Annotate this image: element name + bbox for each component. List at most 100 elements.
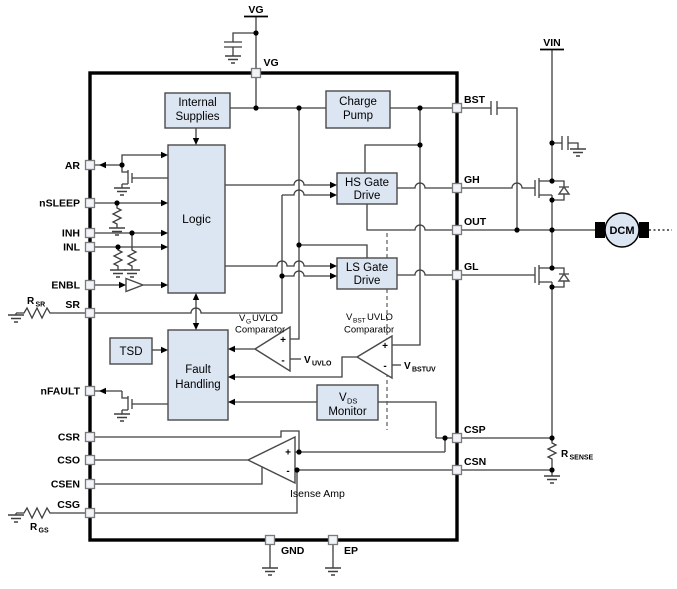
- pin-label-gl: GL: [464, 261, 479, 273]
- ground-icon: [7, 514, 25, 523]
- pin-csen: [84, 478, 96, 490]
- pin-label-csg: CSG: [57, 499, 80, 511]
- pin-sr: [84, 307, 96, 319]
- svg-text:G: G: [246, 319, 251, 326]
- pin-ar: [84, 159, 96, 171]
- svg-text:Comparator: Comparator: [344, 325, 394, 336]
- vg-supply: VG: [244, 4, 268, 18]
- svg-text:Supplies: Supplies: [175, 111, 219, 123]
- pin-gnd: [264, 534, 276, 546]
- vds-monitor-label: V: [339, 392, 347, 404]
- arrowheads: [99, 138, 337, 406]
- svg-text:Pump: Pump: [343, 110, 373, 122]
- pin-label-csn: CSN: [464, 456, 486, 468]
- svg-text:Drive: Drive: [354, 190, 381, 202]
- ground-icon: [569, 148, 587, 157]
- minus-sign: -: [383, 361, 386, 372]
- ground-icon: [7, 314, 25, 323]
- vbstuv-reference-label: V: [404, 361, 411, 372]
- pin-labels: VG BST GH OUT GL CSP CSN AR nSLEEP INH I…: [39, 57, 487, 557]
- pin-label-out: OUT: [464, 216, 487, 228]
- ls-gate-drive-block: LS Gate Drive: [336, 257, 398, 290]
- high-side-mosfet: [534, 178, 571, 201]
- svg-text:UVLO: UVLO: [252, 313, 278, 324]
- dc-motor: DCM: [595, 212, 672, 248]
- pin-terminals: [84, 67, 463, 546]
- pin-csp: [451, 432, 463, 444]
- ground-icon: [324, 567, 342, 576]
- wires: [15, 16, 595, 568]
- pin-nfault: [84, 385, 96, 397]
- svg-text:UVLO: UVLO: [367, 312, 393, 323]
- pin-out: [451, 224, 463, 236]
- pin-gl: [451, 269, 463, 281]
- pin-label-inl: INL: [63, 242, 81, 254]
- nfault-output-mosfet: [121, 391, 168, 414]
- svg-text:DS: DS: [347, 397, 357, 406]
- ar-output-mosfet: [121, 165, 168, 188]
- pin-csr: [84, 431, 96, 443]
- pin-csg: [84, 507, 96, 519]
- tsd-block: TSD: [109, 337, 153, 365]
- svg-text:SR: SR: [36, 302, 46, 309]
- body-diode-icon: [557, 272, 571, 282]
- rsr-label: R: [27, 296, 35, 307]
- vin-supply: VIN: [540, 37, 564, 51]
- svg-text:Handling: Handling: [175, 379, 220, 391]
- svg-text:BST: BST: [353, 318, 366, 325]
- minus-sign: -: [281, 356, 284, 367]
- ground-icon: [113, 413, 131, 422]
- pin-ep: [327, 534, 339, 546]
- ground-icon: [543, 475, 561, 484]
- internal-supplies-block: Internal Supplies: [164, 92, 231, 129]
- vbst-uvlo-comparator-label: V: [346, 312, 353, 323]
- ls-gate-drive-label: LS Gate: [346, 262, 388, 274]
- ground-icon: [261, 567, 279, 576]
- svg-text:SENSE: SENSE: [570, 455, 594, 462]
- svg-text:Comparator: Comparator: [235, 325, 285, 336]
- pin-label-ar: AR: [65, 160, 81, 172]
- pin-label-inh: INH: [62, 228, 80, 240]
- hs-gate-drive-label: HS Gate: [345, 177, 389, 189]
- pin-label-vg: VG: [264, 57, 279, 69]
- vuvlo-reference-label: V: [304, 355, 311, 366]
- vg-uvlo-comparator: + - V G UVLO Comparator V UVLO: [235, 313, 332, 373]
- enbl-buffer-icon: [125, 277, 145, 293]
- pin-label-gnd: GND: [281, 545, 305, 557]
- pin-label-gh: GH: [464, 174, 480, 186]
- rsense-label: R: [561, 449, 569, 460]
- hs-gate-drive-block: HS Gate Drive: [336, 172, 398, 205]
- ground-icon: [108, 227, 126, 236]
- pin-label-nfault: nFAULT: [41, 386, 81, 398]
- vbst-uvlo-comparator: + - V BST UVLO Comparator V BSTUV: [344, 312, 436, 380]
- pin-label-csr: CSR: [58, 432, 81, 444]
- resistor-labels: R SR R GS R SENSE: [27, 296, 594, 535]
- pin-nsleep: [84, 197, 96, 209]
- svg-text:UVLO: UVLO: [312, 361, 332, 368]
- fault-handling-label: Fault: [185, 364, 211, 376]
- rgs-label: R: [30, 522, 38, 533]
- pin-label-bst: BST: [464, 94, 486, 106]
- logic-label: Logic: [182, 212, 211, 226]
- ground-icon: [113, 187, 131, 196]
- pin-label-cso: CSO: [57, 455, 80, 467]
- vin-supply-label: VIN: [543, 37, 561, 49]
- svg-text:Drive: Drive: [354, 275, 381, 287]
- pin-label-csp: CSP: [464, 424, 486, 436]
- pin-csn: [451, 464, 463, 476]
- pin-inl: [84, 241, 96, 253]
- minus-sign: -: [286, 466, 289, 477]
- plus-sign: +: [280, 335, 286, 346]
- pin-label-nsleep: nSLEEP: [39, 198, 80, 210]
- plus-sign: +: [382, 341, 388, 352]
- internal-supplies-label: Internal: [178, 97, 216, 109]
- low-side-mosfet: [534, 265, 571, 288]
- charge-pump-block: Charge Pump: [325, 90, 391, 129]
- pin-label-ep: EP: [344, 545, 358, 557]
- svg-text:BSTUV: BSTUV: [412, 367, 436, 374]
- ground-icon: [123, 269, 141, 278]
- ground-icon: [109, 269, 127, 278]
- vg-supply-label: VG: [248, 4, 263, 16]
- fault-handling-block: Fault Handling: [167, 329, 229, 421]
